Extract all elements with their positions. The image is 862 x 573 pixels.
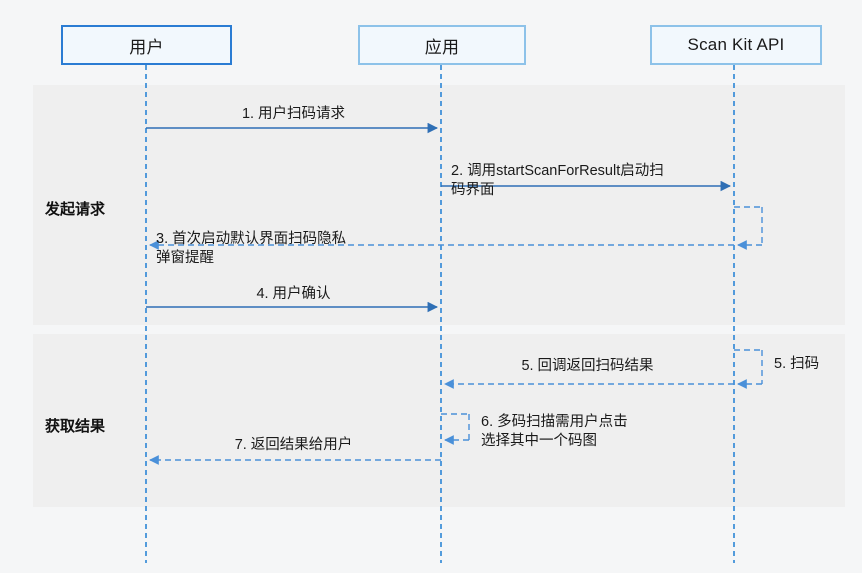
message-label-4: 4. 用户确认 <box>256 286 331 302</box>
actor-box-user[interactable]: 用户 <box>61 25 232 65</box>
actor-box-app[interactable]: 应用 <box>358 25 526 65</box>
message-label-2: 2. 调用startScanForResult启动扫 码界面 <box>451 163 664 198</box>
message-label-5-self: 5. 扫码 <box>774 356 820 372</box>
message-label-6: 6. 多码扫描需用户点击 选择其中一个码图 <box>481 414 628 449</box>
actor-label-app: 应用 <box>424 37 460 57</box>
message-label-5: 5. 回调返回扫码结果 <box>521 358 654 374</box>
band-label-band-result: 获取结果 <box>45 418 106 435</box>
message-label-3: 3. 首次启动默认界面扫码隐私 弹窗提醒 <box>156 231 347 266</box>
message-5-self <box>734 349 763 389</box>
message-2-self <box>734 206 763 250</box>
message-label-1: 1. 用户扫码请求 <box>241 106 346 122</box>
actor-label-scankit: Scan Kit API <box>687 35 785 54</box>
actor-box-scankit[interactable]: Scan Kit API <box>650 25 822 65</box>
band-label-band-request: 发起请求 <box>45 201 106 218</box>
band-band-request <box>33 85 845 325</box>
actor-label-user: 用户 <box>129 37 164 57</box>
message-6 <box>441 413 470 445</box>
band-band-result <box>33 334 845 507</box>
message-label-7: 7. 返回结果给用户 <box>234 437 353 453</box>
